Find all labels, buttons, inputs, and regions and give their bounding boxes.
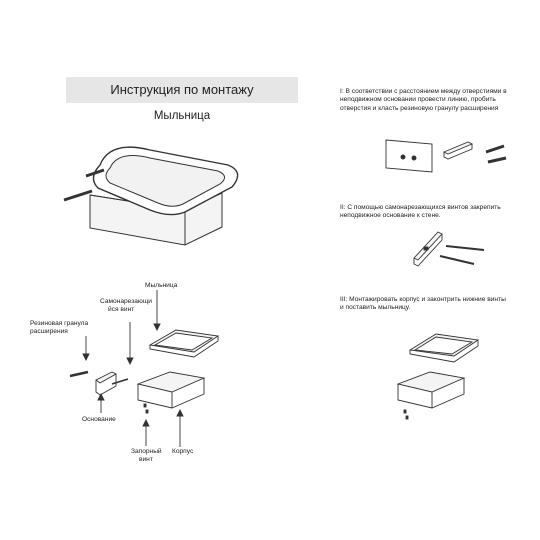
label-self-tapping-screw-2: йся винт <box>108 306 135 313</box>
wall-plug-icon <box>485 144 507 164</box>
product-name: Мыльница <box>153 110 211 122</box>
label-rubber-plug-2: расширения <box>30 328 68 335</box>
mounted-base-icon <box>413 231 443 267</box>
base-icon <box>442 141 474 160</box>
page-title: Инструкция по монтажу <box>110 82 254 97</box>
wall-holes-icon <box>385 139 433 173</box>
step-3: III: Монтажировать корпус и законтрить н… <box>340 296 506 312</box>
label-locking-screw-2: винт <box>139 456 153 463</box>
label-rubber-plug-1: Резиновая гранула <box>30 320 89 327</box>
label-body: Корпус <box>172 448 194 455</box>
wall-plug-icon <box>63 168 105 202</box>
step-1: I: В соответствии с расстоянием между от… <box>340 88 507 112</box>
soap-dish-icon <box>408 333 480 363</box>
body-box-icon <box>136 371 206 409</box>
soap-dish-icon <box>148 329 220 358</box>
label-base: Основание <box>82 416 116 423</box>
screw-icon <box>439 245 485 265</box>
label-self-tapping-screw-1: Самонарезающи <box>100 298 152 305</box>
body-box-icon <box>396 371 466 409</box>
title-bar <box>66 77 298 103</box>
step-2: II: С помощью самонарезающихся винтов за… <box>340 204 501 220</box>
label-locking-screw-1: Запорный <box>131 448 162 455</box>
label-soap-dish: Мыльница <box>145 282 178 289</box>
